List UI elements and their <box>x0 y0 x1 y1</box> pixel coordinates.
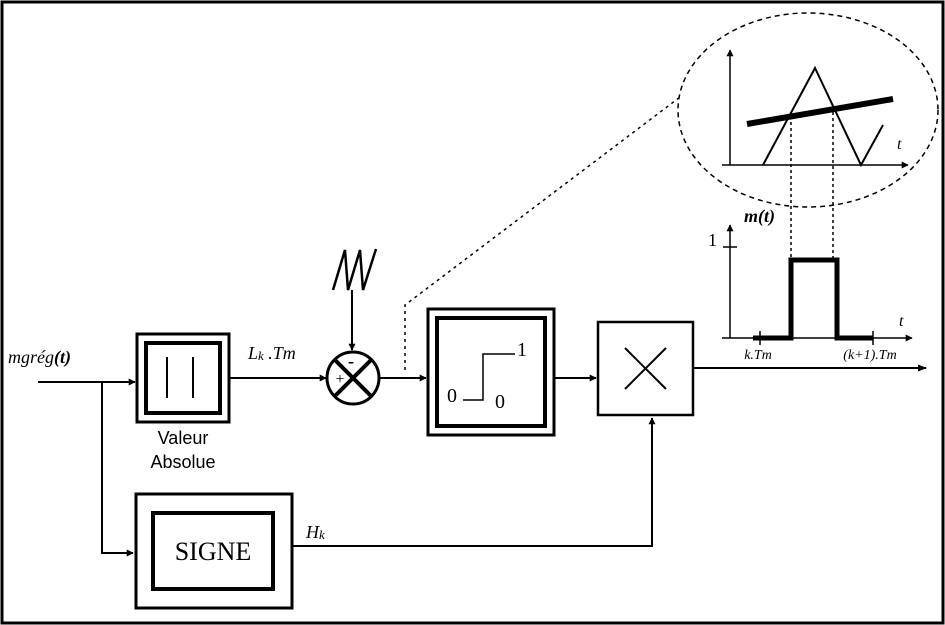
input-to-sign-arrow <box>101 382 134 557</box>
multiplier-block <box>596 320 695 417</box>
output-y-tick-label: 1 <box>708 230 717 250</box>
abs-caption-line1: Valeur <box>158 428 209 448</box>
x-tick-left-label: k.Tm <box>744 348 772 363</box>
output-y-label: m(t) <box>744 206 775 227</box>
abs-value-block <box>135 332 231 424</box>
inset-t-label: t <box>897 136 902 153</box>
hk-signal-label: Hk <box>305 522 325 542</box>
step-function-icon <box>463 353 515 401</box>
abs-caption-line2: Absolue <box>150 452 215 472</box>
x-tick-right-label: (k+1).Tm <box>843 348 896 363</box>
sign-block <box>134 492 294 610</box>
input-signal-label: mgrég(t) <box>8 347 71 368</box>
modulating-reference-line <box>746 96 894 127</box>
sawtooth-carrier-icon <box>331 248 378 291</box>
lk-signal-label: Lk .Tm <box>247 343 296 363</box>
sign-to-multiplier-arrow <box>292 417 656 547</box>
zoom-projection-line <box>404 87 693 370</box>
comparator-high-label: 1 <box>517 339 527 361</box>
output-t-label: t <box>899 313 904 330</box>
pwm-pulse <box>753 257 873 341</box>
output-pulse-plot <box>722 224 913 345</box>
comparator-low-left-label: 0 <box>447 385 457 407</box>
inset-zoom-plot <box>677 12 939 208</box>
sum-minus-sign: - <box>348 351 354 371</box>
sum-plus-sign: + <box>335 371 344 388</box>
sign-block-label: SIGNE <box>175 537 252 566</box>
comparator-block <box>426 307 556 437</box>
comparator-low-right-label: 0 <box>495 391 505 413</box>
